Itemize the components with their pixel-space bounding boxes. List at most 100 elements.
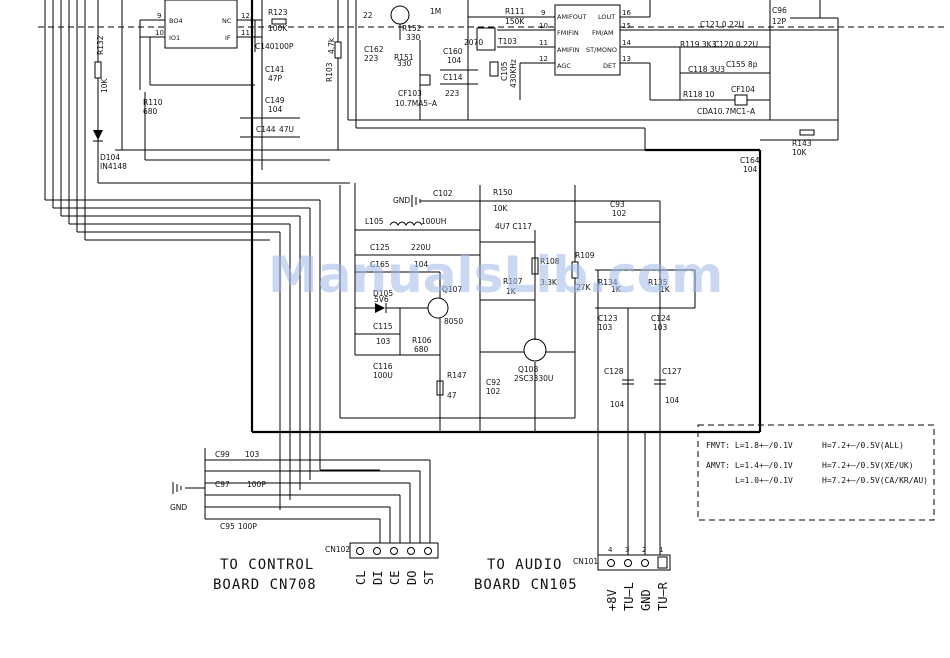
- filter-cf103: CF103 10.7MA5–A: [395, 74, 438, 108]
- c114-ref: C114: [443, 73, 463, 82]
- c120-label: C120 0.22U: [714, 40, 758, 49]
- capacitor-c141: C141 47P: [265, 65, 285, 83]
- resistor-r135: R135 1K: [648, 278, 671, 294]
- c141-ref: C141: [265, 65, 285, 74]
- c144-ref: C144: [256, 125, 276, 134]
- capacitor-c121: C121 0.22U: [700, 20, 744, 29]
- r110-ref: R110: [143, 98, 163, 107]
- c96-ref: C96: [772, 6, 787, 15]
- r151-ref: R151: [394, 53, 414, 62]
- capacitor-c149: C149 104: [240, 96, 300, 119]
- r152-value: 330: [406, 33, 421, 42]
- c123-value: 103: [598, 323, 613, 332]
- capacitor-c140: C140100P: [255, 42, 294, 51]
- capacitor-c144: C144 47U: [240, 125, 300, 138]
- c128-value: 104: [610, 400, 625, 409]
- c92-ref: C92: [486, 378, 501, 387]
- capacitor-c97: C97 100P: [215, 480, 266, 489]
- c92-value: 102: [486, 387, 501, 396]
- top-22-label: 22: [363, 11, 373, 20]
- inductor-l105: L105 100UH: [365, 217, 446, 226]
- l105-ref: L105: [365, 217, 384, 226]
- c93-ref: C93: [610, 200, 625, 209]
- cn101-pin-number-1: 1: [659, 546, 663, 554]
- c164-ref: C164: [740, 156, 760, 165]
- r150-value: 10K: [493, 204, 509, 213]
- q107-ref: Q107: [442, 285, 462, 294]
- c162-value: 223: [364, 54, 379, 63]
- r132-ref: R132: [96, 35, 105, 55]
- note-fmvt-h: H=7.2+–/0.5V(ALL): [822, 441, 904, 450]
- c95-ref: C95: [220, 522, 235, 531]
- r111-value: 150K: [505, 17, 525, 26]
- capacitor-c118: C118 3U3: [688, 65, 725, 74]
- ic-right-pin-16: 16: [622, 9, 631, 17]
- q108-ref: Q108: [518, 365, 538, 374]
- bottom-left-wiring: [185, 448, 431, 545]
- t103-2070-label: 2070: [464, 38, 483, 47]
- c105-ref: C105: [500, 61, 509, 81]
- c141-value: 47P: [268, 74, 283, 83]
- cn102-pin-do: DO: [405, 571, 419, 585]
- cn102-title-line1: TO CONTROL: [220, 557, 314, 573]
- cn102-pin-di: DI: [371, 571, 385, 585]
- ic-right-pin-name-st-mono: ST/MONO: [586, 46, 617, 54]
- manualslib-watermark: ManualsLib.com: [268, 246, 723, 304]
- note-amvt: AMVT: L=1.4+–/0.1V: [706, 461, 793, 470]
- r106-ref: R106: [412, 336, 432, 345]
- ic-right-pin-12: 12: [539, 55, 548, 63]
- c162-ref: C162: [364, 45, 384, 54]
- top-1m-label: 1M: [430, 7, 441, 16]
- gnd-label: GND: [393, 196, 410, 205]
- ic-left-pin-12: 12: [241, 12, 250, 20]
- d104-ref: D104: [100, 153, 120, 162]
- c116-ref: C116: [373, 362, 393, 371]
- c164-value: 104: [743, 165, 758, 174]
- c102-label: C102: [433, 189, 453, 198]
- c93-value: 102: [612, 209, 627, 218]
- capacitor-c116: C116 100U: [355, 354, 440, 380]
- capacitor-c155: C155 8p: [726, 60, 758, 69]
- c115-value: 103: [376, 337, 391, 346]
- r109-ref: R109: [575, 251, 595, 260]
- cf104-value: CDA10.7MC1–A: [697, 107, 756, 116]
- resistor-r106: R106 680: [412, 336, 432, 354]
- c155-label: C155 8p: [726, 60, 758, 69]
- transistor-q108: Q108 2SC3330U: [514, 338, 553, 383]
- capacitor-c99: C99 103: [215, 450, 260, 459]
- cn102-pin-ce: CE: [388, 571, 402, 585]
- ic-left-pin-name-nc: NC: [222, 17, 232, 25]
- resistor-r151: R151 330: [394, 53, 414, 68]
- r108-ref: R108: [540, 257, 560, 266]
- c117-label: 4U7 C117: [495, 222, 532, 231]
- cf103-ref: CF103: [398, 89, 422, 98]
- ic-right-pin-9: 9: [541, 9, 545, 17]
- ic-right-pin-name-agc: AGC: [557, 62, 571, 70]
- r119-label: R119 3K3: [680, 40, 717, 49]
- c160-value: 104: [447, 56, 462, 65]
- capacitor-c128: C128 104: [604, 367, 625, 409]
- r103-ref: R103: [325, 62, 334, 82]
- ic-left-pin-name-if: IF: [225, 34, 231, 42]
- resistor-r103: R103 4.7k: [325, 0, 342, 150]
- connector-cn102: CN102 CL DI CE DO ST TO CONTROL BOARD CN…: [213, 542, 439, 593]
- ic-right-pin-15: 15: [622, 22, 631, 30]
- q108-value: 2SC3330U: [514, 374, 553, 383]
- cn101-pin-gnd: GND: [639, 589, 653, 611]
- resistor-r109: R109 27K: [571, 251, 595, 292]
- ground-c102-row: GND C102 R150 10K: [354, 183, 660, 231]
- r143-ref: R143: [792, 139, 812, 148]
- capacitor-c120: C120 0.22U: [714, 40, 758, 49]
- connector-cn101: CN101 4 3 2 1 +8V TU–L GND TU–R TO AUDIO…: [474, 546, 671, 611]
- power-section-wiring: [339, 185, 576, 432]
- r135-ref: R135: [648, 278, 668, 287]
- ic-left-pin-name-io1: IO1: [169, 34, 180, 42]
- note-amvt2: L=1.0+–/0.1V: [735, 476, 793, 485]
- r134-value: 1K: [611, 285, 622, 294]
- r103-value: 4.7k: [327, 37, 336, 54]
- r106-value: 680: [414, 345, 429, 354]
- transformer-t103: T103 2070: [464, 27, 517, 51]
- cn101-pin-number-3: 3: [625, 546, 629, 554]
- c149-ref: C149: [265, 96, 285, 105]
- d105-value: 5V6: [374, 295, 389, 304]
